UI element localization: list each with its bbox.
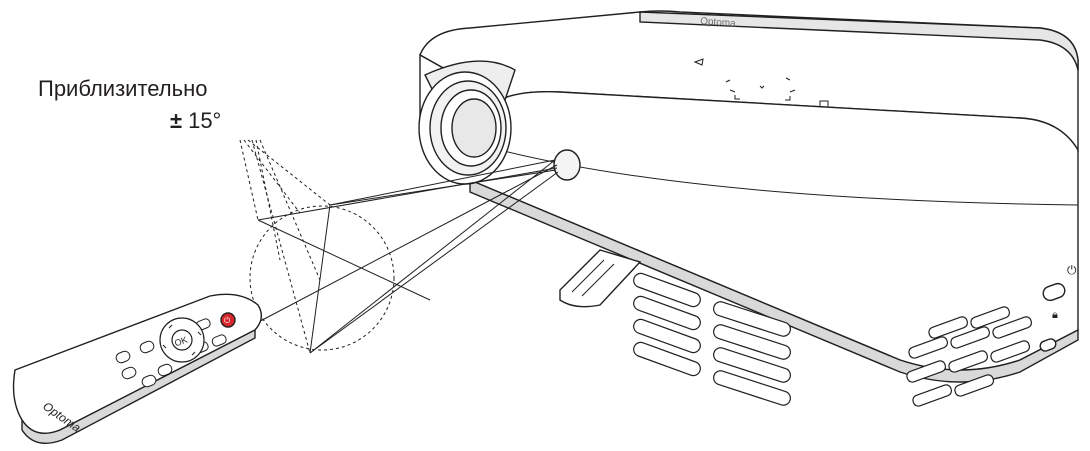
lock-slot xyxy=(1039,338,1057,352)
dpad: OK xyxy=(159,317,205,363)
lock-icon: 🔒︎ xyxy=(1052,308,1058,321)
projector-top-edge xyxy=(639,11,1079,71)
source-icon xyxy=(693,58,704,66)
ok-button xyxy=(171,329,193,351)
nav-keys-lower-icon xyxy=(734,95,791,101)
side-vents xyxy=(906,306,1033,407)
top-control-icons xyxy=(693,58,829,108)
remote-edge xyxy=(21,328,256,444)
approx-label: Приблизительно xyxy=(38,76,208,101)
plus-minus-sign: ± xyxy=(170,108,183,133)
side-power-button xyxy=(1042,282,1066,302)
dpad-arrows xyxy=(162,324,202,356)
projector-brand: Optoma xyxy=(700,16,737,29)
angle-label: ±15° xyxy=(170,108,221,134)
lens xyxy=(418,71,512,185)
dashed-circle xyxy=(249,205,395,351)
remote-control: ⏻ OK Optoma xyxy=(12,293,263,444)
angle-value: 15° xyxy=(188,108,222,133)
power-button-icon: ⏻ xyxy=(224,316,231,325)
power-button xyxy=(220,312,236,328)
menu-icon xyxy=(819,100,829,108)
ir-sensor xyxy=(553,149,581,181)
dashed-cone xyxy=(239,139,395,354)
remote-lower-buttons xyxy=(115,340,173,388)
ok-label: OK xyxy=(173,335,189,349)
projector: Optoma xyxy=(418,10,1079,407)
power-symbol-icon: ⏻ xyxy=(1067,263,1077,277)
front-vents xyxy=(633,272,791,406)
stand-leg-inner xyxy=(571,259,615,297)
nav-keys-icon xyxy=(725,77,796,93)
